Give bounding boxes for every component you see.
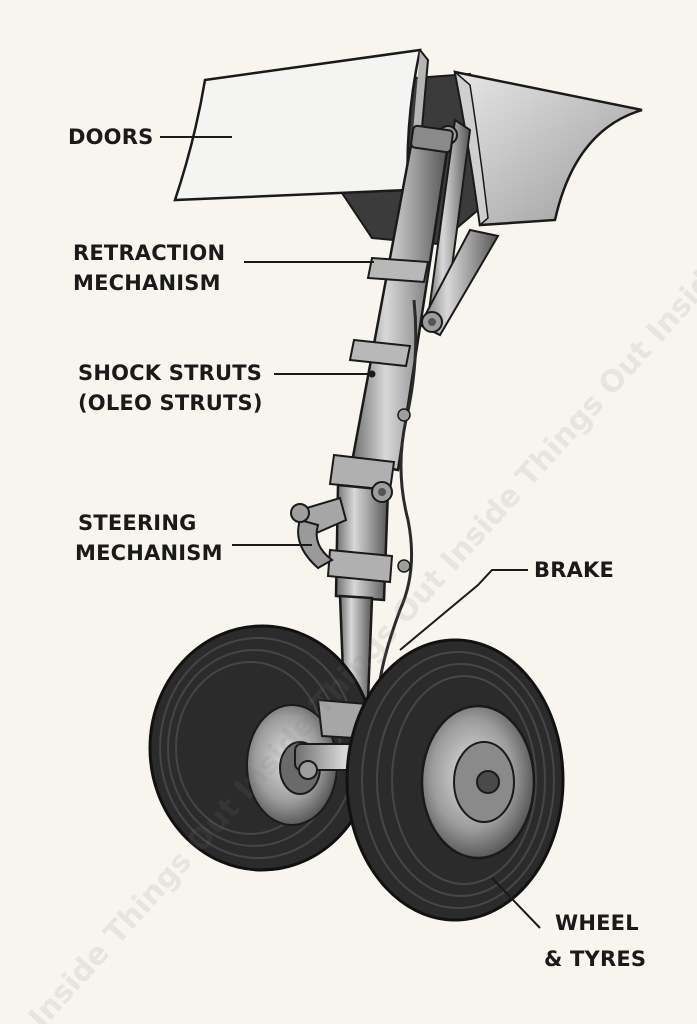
steering-links [290,408,411,573]
label-steering-line2: MECHANISM [75,541,223,565]
label-brake: BRAKE [534,558,615,582]
leader-lines [160,136,541,929]
label-wheel-line2: & TYRES [544,947,647,971]
left-wheel [148,624,376,872]
label-retraction-line1: RETRACTION [73,241,226,265]
right-wheel [345,638,565,922]
right-door [453,70,643,227]
label-shock-line2: (OLEO STRUTS) [78,391,263,415]
label-wheel-line1: WHEEL [555,911,639,935]
left-door [173,48,430,202]
label-retraction-line2: MECHANISM [73,271,221,295]
label-doors: DOORS [68,125,154,149]
main-strut [328,124,454,681]
label-steering-line1: STEERING [78,511,197,535]
label-shock-line1: SHOCK STRUTS [78,361,263,385]
